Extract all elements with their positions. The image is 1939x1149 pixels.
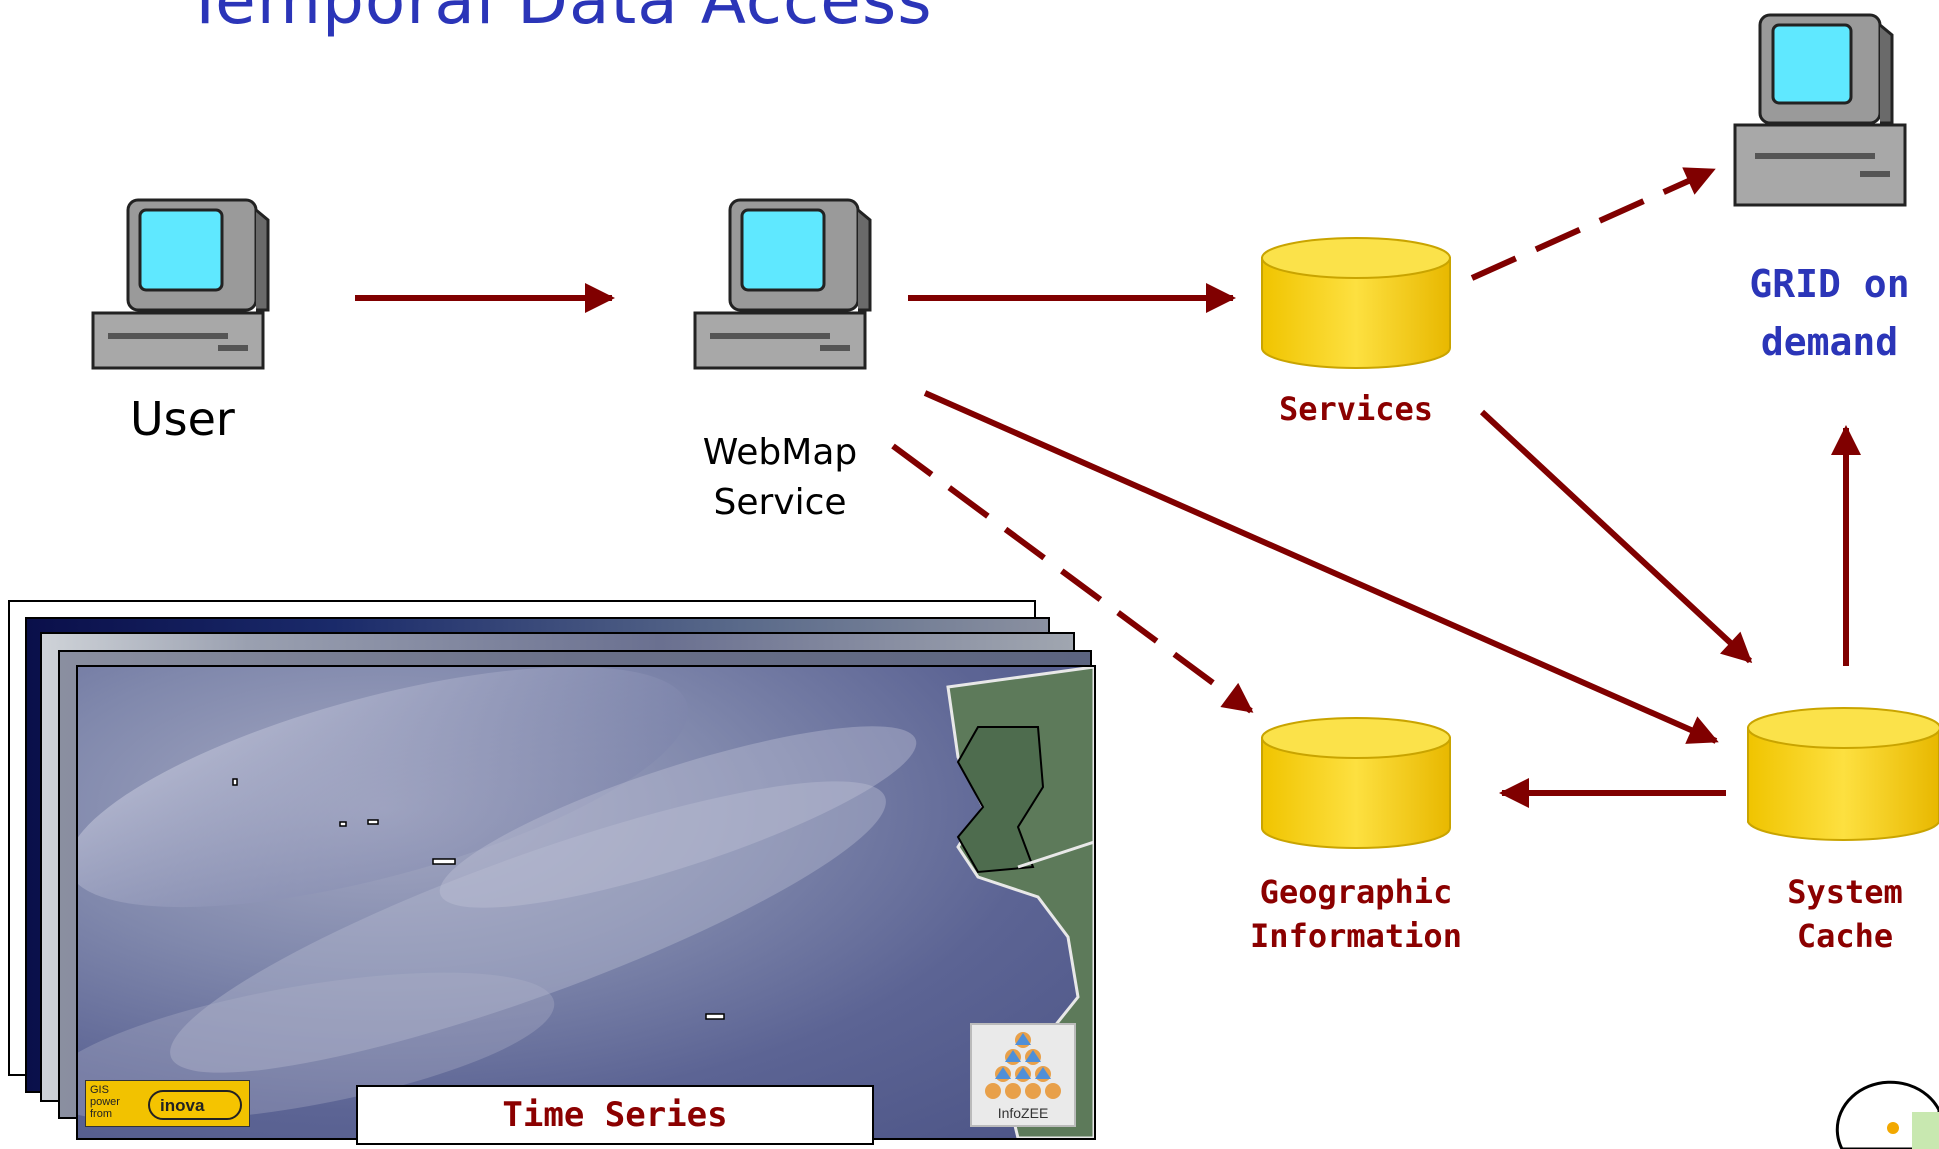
infozee-pyramid-icon xyxy=(985,1032,1061,1099)
arrow-services-to-cache xyxy=(1479,409,1753,664)
time-series-caption: Time Series xyxy=(356,1085,874,1145)
cache-label-line2: Cache xyxy=(1796,917,1894,955)
gis-power-badge: GIS power from inova xyxy=(85,1080,250,1127)
gis-badge-brand: inova xyxy=(148,1090,242,1120)
grid-label-line2: demand xyxy=(1760,320,1899,364)
webmap-computer-icon xyxy=(693,198,872,370)
cache-label-line1: System xyxy=(1787,873,1903,911)
user-computer-icon xyxy=(91,198,270,370)
gis-badge-small-text: GIS power from xyxy=(90,1084,120,1120)
geographic-label-line2: Information xyxy=(1250,917,1462,955)
geographic-label-line1: Geographic xyxy=(1259,873,1453,911)
arrow-webmap-to-geographic xyxy=(891,443,1254,714)
webmap-label: WebMap Service xyxy=(690,428,870,528)
grid-label: GRID on demand xyxy=(1720,255,1939,371)
infozee-logo: InfoZEE xyxy=(970,1023,1076,1127)
services-database-icon xyxy=(1261,237,1451,369)
corner-logo-icon xyxy=(1835,1080,1939,1149)
arrow-services-to-grid xyxy=(1470,167,1716,281)
infozee-label: InfoZEE xyxy=(997,1105,1049,1121)
services-label: Services xyxy=(1278,390,1434,428)
arrow-webmap-to-cache xyxy=(923,390,1719,744)
geographic-database-icon xyxy=(1261,717,1451,849)
diagram-title: Temporal Data Access xyxy=(185,0,933,39)
time-series-caption-text: Time Series xyxy=(502,1095,728,1135)
grid-label-line1: GRID on xyxy=(1749,262,1910,306)
cache-label: System Cache xyxy=(1745,870,1939,958)
map-frame-front xyxy=(76,665,1096,1140)
grid-computer-icon xyxy=(1733,13,1907,207)
map-satellite-art xyxy=(78,667,1094,1138)
cache-database-icon xyxy=(1747,707,1939,841)
user-label: User xyxy=(130,392,235,446)
geographic-label: Geographic Information xyxy=(1226,870,1486,958)
webmap-label-line2: Service xyxy=(713,482,847,523)
webmap-label-line1: WebMap xyxy=(702,432,858,473)
